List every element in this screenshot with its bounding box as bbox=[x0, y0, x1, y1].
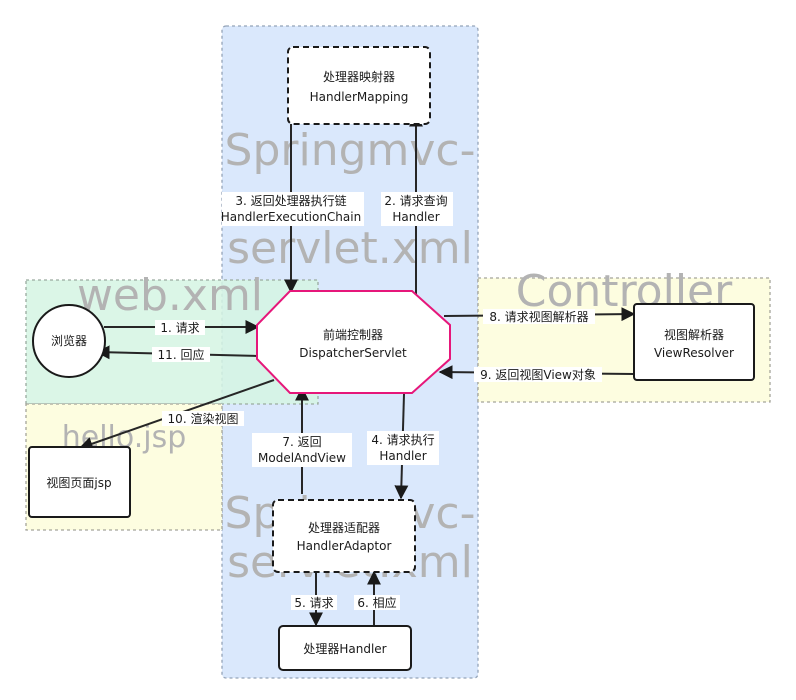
edge-5-label-text: 5. 请求 bbox=[294, 596, 333, 610]
view-resolver-label-en: ViewResolver bbox=[654, 346, 734, 360]
edge-11-label: 11. 回应 bbox=[152, 347, 210, 362]
handler-node: 处理器Handler bbox=[278, 625, 412, 671]
handler-mapping-label-zh: 处理器映射器 bbox=[323, 69, 395, 84]
edge-3-label-line2: HandlerExecutionChain bbox=[221, 210, 361, 224]
edge-11-label-text: 11. 回应 bbox=[158, 347, 205, 362]
handler-adaptor-label-zh: 处理器适配器 bbox=[308, 521, 380, 535]
browser-node: 浏览器 bbox=[32, 304, 106, 378]
edge-2-label: 2. 请求查询 Handler bbox=[381, 192, 453, 226]
springmvc-title-line1: Springmvc- bbox=[225, 125, 476, 176]
edge-3-label-line1: 3. 返回处理器执行链 bbox=[235, 193, 346, 208]
handler-mapping-label-en: HandlerMapping bbox=[310, 90, 409, 104]
view-resolver-label-zh: 视图解析器 bbox=[664, 327, 724, 342]
edge-10-label-text: 10. 渲染视图 bbox=[168, 411, 239, 426]
handler-label: 处理器Handler bbox=[303, 642, 386, 656]
edge-4-label: 4. 请求执行 Handler bbox=[367, 431, 439, 465]
dispatcher-label-zh: 前端控制器 bbox=[323, 327, 383, 342]
jsp-page-node: 视图页面jsp bbox=[28, 446, 131, 518]
springmvc-title-line2: servlet.xml bbox=[227, 223, 473, 274]
web-title: web.xml bbox=[77, 270, 263, 321]
edge-2-label-line2: Handler bbox=[392, 210, 439, 224]
edge-1-label-text: 1. 请求 bbox=[160, 321, 199, 335]
edge-1-label: 1. 请求 bbox=[155, 320, 205, 335]
edge-3-label: 3. 返回处理器执行链 HandlerExecutionChain bbox=[221, 192, 364, 226]
edge-5-label: 5. 请求 bbox=[291, 595, 337, 610]
dispatcher-label-en: DispatcherServlet bbox=[299, 346, 407, 360]
dispatcher-servlet-node: 前端控制器 DispatcherServlet bbox=[256, 290, 451, 394]
handler-mapping-node: 处理器映射器 HandlerMapping bbox=[287, 46, 431, 125]
edge-8-label-text: 8. 请求视图解析器 bbox=[489, 309, 588, 324]
edge-4-label-line1: 4. 请求执行 bbox=[371, 433, 434, 447]
edge-7-label-line1: 7. 返回 bbox=[282, 435, 321, 449]
edge-9-label: 9. 返回视图View对象 bbox=[474, 367, 602, 382]
edge-6-label-text: 6. 相应 bbox=[357, 595, 396, 610]
handler-adaptor-label-en: HandlerAdaptor bbox=[297, 539, 392, 553]
edge-10-label: 10. 渲染视图 bbox=[162, 411, 244, 426]
edge-6-label: 6. 相应 bbox=[354, 595, 400, 610]
browser-label: 浏览器 bbox=[51, 333, 87, 348]
handler-adaptor-node: 处理器适配器 HandlerAdaptor bbox=[272, 499, 416, 573]
edge-4-label-line2: Handler bbox=[379, 449, 426, 463]
view-resolver-node: 视图解析器 ViewResolver bbox=[633, 303, 755, 381]
jsp-page-label: 视图页面jsp bbox=[46, 475, 111, 490]
edge-7-label-line2: ModelAndView bbox=[258, 451, 346, 465]
edge-2-label-line1: 2. 请求查询 bbox=[384, 194, 447, 208]
edge-9-label-text: 9. 返回视图View对象 bbox=[480, 367, 596, 382]
edge-7-label: 7. 返回 ModelAndView bbox=[252, 433, 352, 467]
edge-8-label: 8. 请求视图解析器 bbox=[483, 309, 595, 324]
